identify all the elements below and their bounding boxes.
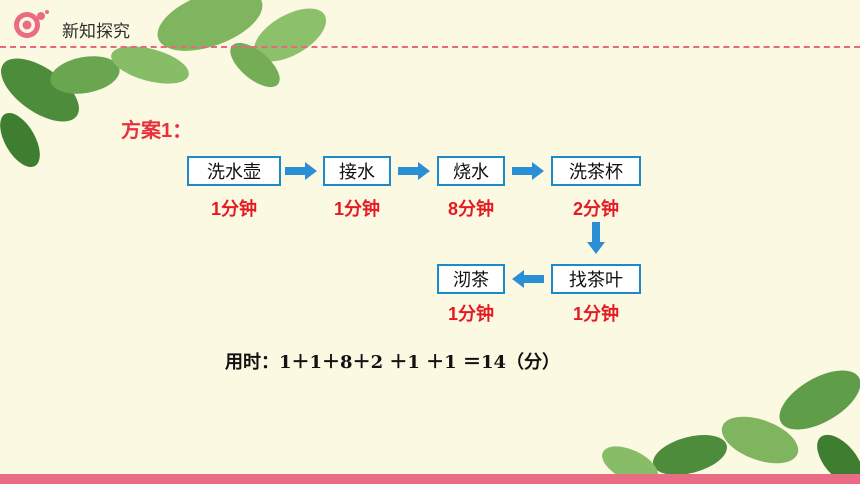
step-box-wash-kettle: 洗水壶	[187, 156, 281, 186]
step-duration: 8分钟	[447, 199, 494, 219]
step-box-fetch-water: 接水	[323, 156, 391, 186]
step-box-brew-tea: 沏茶	[437, 264, 505, 294]
bottom-accent-bar	[0, 474, 860, 484]
arrow-right-icon	[512, 162, 544, 180]
arrow-down-icon	[587, 222, 605, 254]
leaf-decoration-bottom-right	[602, 370, 860, 484]
arrow-left-icon	[512, 270, 544, 288]
step-duration: 1分钟	[210, 199, 257, 219]
step-duration: 1分钟	[572, 304, 619, 324]
plan-label: 方案1：	[121, 120, 193, 142]
step-duration: 2分钟	[572, 199, 619, 219]
header-divider	[0, 46, 860, 48]
step-duration: 1分钟	[447, 304, 494, 324]
logo-icon	[14, 10, 49, 38]
step-box-find-tea: 找茶叶	[551, 264, 641, 294]
header-title: 新知探究	[62, 22, 130, 42]
arrow-right-icon	[398, 162, 430, 180]
arrow-right-icon	[285, 162, 317, 180]
step-duration: 1分钟	[333, 199, 380, 219]
step-box-wash-cups: 洗茶杯	[551, 156, 641, 186]
step-box-boil-water: 烧水	[437, 156, 505, 186]
time-formula: 用时：1＋1＋8＋2 ＋1 ＋1 ＝14（分）	[225, 352, 560, 373]
leaf-decoration-top-left	[0, 0, 327, 168]
